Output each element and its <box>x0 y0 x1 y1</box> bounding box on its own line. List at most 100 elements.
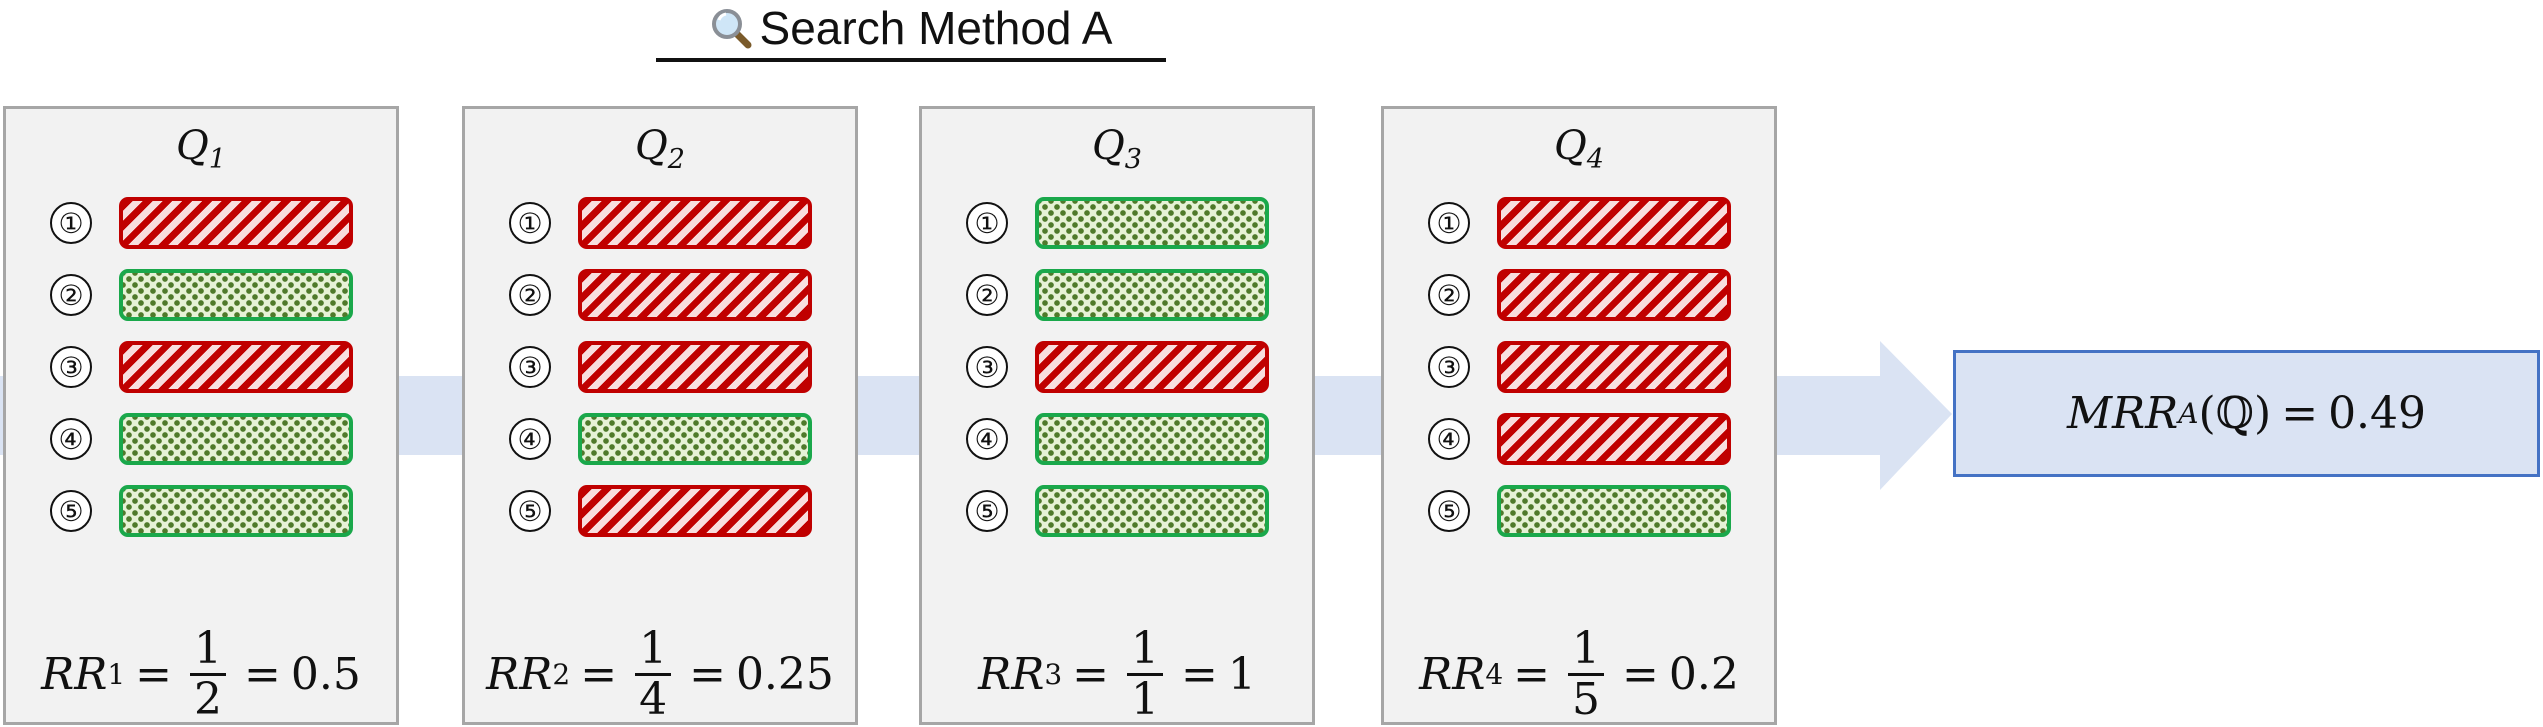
result-row: ① <box>6 197 396 253</box>
irrelevant-result-bar <box>1497 269 1731 321</box>
equals-sign: = <box>244 648 281 700</box>
irrelevant-result-bar <box>1497 341 1731 393</box>
query-letter: Q <box>1092 123 1125 169</box>
irrelevant-result-bar <box>578 269 812 321</box>
result-row: ② <box>6 269 396 325</box>
relevant-result-bar <box>1035 485 1269 537</box>
query-subscript: 4 <box>1586 144 1604 175</box>
rank-badge: ② <box>509 274 551 316</box>
query-label: Q3 <box>922 123 1312 175</box>
result-row: ③ <box>922 341 1312 397</box>
rank-badge: ⑤ <box>50 490 92 532</box>
equals-sign: = <box>2281 388 2319 439</box>
irrelevant-result-bar <box>578 485 812 537</box>
result-row: ⑤ <box>1384 485 1774 541</box>
result-row: ⑤ <box>922 485 1312 541</box>
rr-subscript: 3 <box>1044 657 1063 691</box>
rank-badge: ② <box>1428 274 1470 316</box>
rr-value: 0.2 <box>1668 648 1739 700</box>
result-row: ④ <box>6 413 396 469</box>
rr-value: 0.25 <box>735 648 834 700</box>
rr-subscript: 1 <box>107 657 126 691</box>
irrelevant-result-bar <box>578 197 812 249</box>
query-subscript: 2 <box>667 144 685 175</box>
irrelevant-result-bar <box>1497 413 1731 465</box>
result-row: ④ <box>465 413 855 469</box>
relevant-result-bar <box>119 269 353 321</box>
query-subscript: 1 <box>208 144 226 175</box>
rank-badge: ⑤ <box>966 490 1008 532</box>
equals-sign: = <box>1622 648 1659 700</box>
relevant-result-bar <box>1035 269 1269 321</box>
mrr-argument: (ℚ) <box>2198 388 2272 439</box>
query-label: Q1 <box>6 123 396 175</box>
relevant-result-bar <box>1035 413 1269 465</box>
rr-denominator: 5 <box>1572 673 1601 725</box>
irrelevant-result-bar <box>1035 341 1269 393</box>
rr-name: RR <box>41 648 108 700</box>
rank-badge: ④ <box>50 418 92 460</box>
rank-badge: ④ <box>1428 418 1470 460</box>
rank-badge: ③ <box>966 346 1008 388</box>
query-letter: Q <box>176 123 209 169</box>
result-row: ③ <box>1384 341 1774 397</box>
rank-badge: ① <box>966 202 1008 244</box>
irrelevant-result-bar <box>119 197 353 249</box>
rr-name: RR <box>486 648 553 700</box>
title-text: Search Method A <box>759 1 1113 54</box>
result-row: ③ <box>6 341 396 397</box>
irrelevant-result-bar <box>119 341 353 393</box>
rr-denominator: 4 <box>639 673 668 725</box>
rank-badge: ④ <box>509 418 551 460</box>
rr-name: RR <box>1419 648 1486 700</box>
magnifier-icon <box>711 8 752 48</box>
result-row: ⑤ <box>465 485 855 541</box>
result-row: ⑤ <box>6 485 396 541</box>
result-row: ④ <box>922 413 1312 469</box>
rr-numerator: 1 <box>635 626 672 676</box>
rank-badge: ⑤ <box>1428 490 1470 532</box>
diagram-header: Search Method A <box>656 0 1166 64</box>
rank-badge: ① <box>50 202 92 244</box>
query-subscript: 3 <box>1124 144 1142 175</box>
relevant-result-bar <box>119 485 353 537</box>
result-row: ② <box>465 269 855 325</box>
irrelevant-result-bar <box>578 341 812 393</box>
result-row: ③ <box>465 341 855 397</box>
result-row: ① <box>922 197 1312 253</box>
rr-numerator: 1 <box>190 626 227 676</box>
equals-sign: = <box>1181 648 1218 700</box>
rank-badge: ② <box>50 274 92 316</box>
result-row: ① <box>1384 197 1774 253</box>
rr-value: 0.5 <box>290 648 361 700</box>
equals-sign: = <box>1072 648 1110 700</box>
query-label: Q2 <box>465 123 855 175</box>
rank-badge: ③ <box>50 346 92 388</box>
rank-badge: ③ <box>1428 346 1470 388</box>
rank-badge: ④ <box>966 418 1008 460</box>
rr-subscript: 4 <box>1485 657 1504 691</box>
relevant-result-bar <box>1497 485 1731 537</box>
title-underline <box>656 58 1166 62</box>
relevant-result-bar <box>119 413 353 465</box>
rr-numerator: 1 <box>1568 626 1605 676</box>
mrr-subscript: A <box>2178 397 2199 430</box>
irrelevant-result-bar <box>1497 197 1731 249</box>
equals-sign: = <box>135 648 173 700</box>
equals-sign: = <box>580 648 618 700</box>
rr-denominator: 1 <box>1131 673 1160 725</box>
rank-badge: ③ <box>509 346 551 388</box>
result-row: ② <box>1384 269 1774 325</box>
rr-value: 1 <box>1227 648 1256 700</box>
diagram-title: Search Method A <box>656 0 1166 55</box>
equals-sign: = <box>689 648 726 700</box>
